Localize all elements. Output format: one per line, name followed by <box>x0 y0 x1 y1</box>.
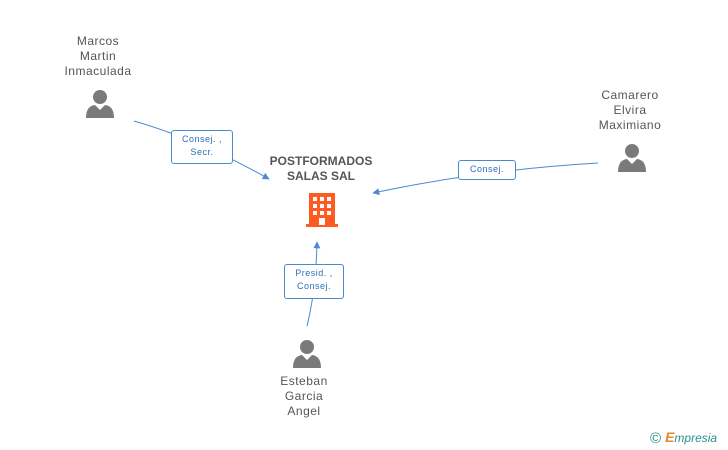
role-label-line: Presid. , <box>295 268 333 278</box>
person-name-line: Maximiano <box>598 118 662 132</box>
company-name[interactable]: POSTFORMADOS SALAS SAL <box>246 154 396 184</box>
person-name-camarero[interactable]: Camarero Elvira Maximiano <box>570 88 690 133</box>
role-label-marcos[interactable]: Consej. , Secr. <box>171 130 233 164</box>
role-label-camarero[interactable]: Consej. <box>458 160 516 180</box>
person-name-line: Camarero <box>601 88 659 102</box>
role-label-line: Consej. , <box>181 134 223 144</box>
building-icon[interactable] <box>305 191 339 227</box>
person-name-marcos[interactable]: Marcos Martin Inmaculada <box>38 34 158 79</box>
company-name-line: SALAS SAL <box>286 169 355 183</box>
person-icon[interactable] <box>617 142 647 172</box>
role-label-line: Consej. <box>469 164 504 174</box>
person-name-line: Angel <box>287 404 321 418</box>
person-name-line: Elvira <box>613 103 647 117</box>
person-name-line: Martin <box>79 49 117 63</box>
person-name-line: Inmaculada <box>64 64 132 78</box>
brand-logo-text: mpresia <box>674 431 718 445</box>
person-icon[interactable] <box>85 88 115 118</box>
person-name-line: Esteban <box>280 374 328 388</box>
role-label-line: Consej. <box>296 281 331 291</box>
brand-footer[interactable]: © Empresia <box>650 428 717 448</box>
brand-logo-initial: E <box>665 429 675 445</box>
copyright-icon: © <box>650 429 662 447</box>
person-name-line: Marcos <box>76 34 120 48</box>
company-name-line: POSTFORMADOS <box>269 154 373 168</box>
role-label-esteban[interactable]: Presid. , Consej. <box>284 264 344 299</box>
person-name-esteban[interactable]: Esteban Garcia Angel <box>244 374 364 419</box>
role-label-line: Secr. <box>190 147 214 157</box>
person-icon[interactable] <box>292 338 322 368</box>
brand-logo: Empresia <box>665 429 717 447</box>
person-name-line: Garcia <box>284 389 324 403</box>
